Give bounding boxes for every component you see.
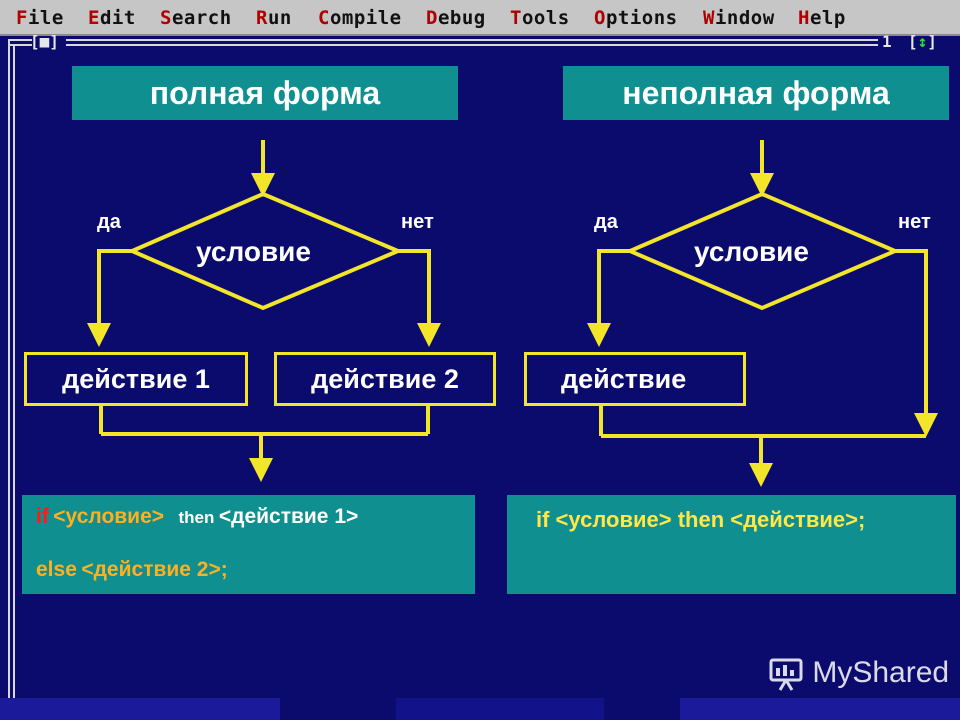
full-action2-box: действие 2 bbox=[274, 352, 496, 406]
menu-label: ebug bbox=[437, 7, 486, 29]
then-keyword: then bbox=[178, 508, 215, 527]
zoom-box-button[interactable]: [↕] bbox=[908, 32, 937, 51]
menu-label: indow bbox=[714, 7, 775, 29]
watermark-text: MyShared bbox=[812, 656, 950, 689]
bottom-frame-strip bbox=[0, 698, 280, 720]
menu-hotkey: E bbox=[88, 7, 100, 29]
full-form-title: полная форма bbox=[72, 66, 458, 120]
menu-bar: File Edit Search Run Compile Debug Tools Option… bbox=[0, 0, 960, 36]
full-action1-box: действие 1 bbox=[24, 352, 248, 406]
bottom-frame-strip bbox=[396, 698, 604, 720]
left-yes-branch bbox=[87, 249, 132, 347]
menu-hotkey: H bbox=[798, 7, 810, 29]
left-condition-diamond bbox=[126, 191, 404, 311]
short-form-code-box: if <условие> then <действие>; bbox=[507, 495, 956, 594]
menu-label: ile bbox=[27, 7, 64, 29]
menu-label: ools bbox=[521, 7, 570, 29]
else-keyword: else bbox=[36, 558, 77, 581]
menu-hotkey: W bbox=[703, 7, 715, 29]
short-action-box: действие bbox=[524, 352, 746, 406]
menu-label: earch bbox=[171, 7, 232, 29]
menu-label: elp bbox=[809, 7, 846, 29]
menu-label: ptions bbox=[605, 7, 678, 29]
close-box-label: [■] bbox=[30, 32, 59, 51]
right-no-branch bbox=[895, 249, 938, 437]
presentation-icon bbox=[769, 658, 803, 691]
right-yes-branch bbox=[587, 249, 630, 347]
short-code-line: if <условие> then <действие>; bbox=[536, 507, 866, 532]
menu-item[interactable]: Window bbox=[703, 7, 775, 29]
short-no-label: нет bbox=[898, 211, 931, 233]
frame-left-line bbox=[8, 39, 10, 699]
menu-hotkey: C bbox=[318, 7, 330, 29]
window-number: 1 bbox=[882, 32, 892, 51]
full-condition-label: условие bbox=[196, 236, 311, 267]
frame-left-line bbox=[13, 44, 15, 699]
left-no-branch bbox=[398, 249, 441, 347]
full-code-line-2: else <действие 2>; bbox=[36, 558, 228, 582]
menu-label: ompile bbox=[329, 7, 402, 29]
bottom-frame-strip bbox=[680, 698, 960, 720]
menu-item[interactable]: Search bbox=[160, 7, 232, 29]
full-no-label: нет bbox=[401, 211, 434, 233]
menu-label: dit bbox=[99, 7, 136, 29]
right-condition-diamond bbox=[624, 191, 901, 311]
zoom-arrow-icon: ↕ bbox=[917, 32, 928, 51]
full-code-line-1: if <условие> then <действие 1> bbox=[36, 505, 358, 529]
menu-item[interactable]: Run bbox=[256, 7, 292, 29]
menu-hotkey: R bbox=[256, 7, 268, 29]
full-form-code-box: if <условие> then <действие 1> else <дей… bbox=[22, 495, 475, 594]
menu-hotkey: D bbox=[426, 7, 438, 29]
menu-label: un bbox=[267, 7, 292, 29]
frame-top-line bbox=[66, 39, 878, 41]
menu-item[interactable]: Options bbox=[594, 7, 678, 29]
zoom-box-close: ] bbox=[927, 32, 937, 51]
menu-item[interactable]: Edit bbox=[88, 7, 136, 29]
action2-placeholder: <действие 2>; bbox=[81, 558, 228, 581]
menu-hotkey: S bbox=[160, 7, 172, 29]
menu-hotkey: O bbox=[594, 7, 606, 29]
menu-item[interactable]: File bbox=[16, 7, 64, 29]
action1-placeholder: <действие 1> bbox=[218, 505, 359, 528]
short-condition-label: условие bbox=[694, 236, 809, 267]
short-form-title: неполная форма bbox=[563, 66, 949, 120]
menu-item[interactable]: Debug bbox=[426, 7, 486, 29]
zoom-box-open: [ bbox=[908, 32, 918, 51]
full-yes-label: да bbox=[97, 211, 121, 233]
menu-item[interactable]: Compile bbox=[318, 7, 402, 29]
menu-hotkey: F bbox=[16, 7, 28, 29]
menu-item[interactable]: Tools bbox=[510, 7, 570, 29]
frame-top-line bbox=[8, 39, 32, 41]
frame-top-line bbox=[8, 44, 32, 46]
menu-item[interactable]: Help bbox=[798, 7, 846, 29]
condition-placeholder: <условие> bbox=[53, 505, 165, 528]
short-yes-label: да bbox=[594, 211, 618, 233]
myshared-watermark: MyShared bbox=[768, 656, 949, 692]
window-number-label: 1 bbox=[882, 32, 892, 51]
menu-hotkey: T bbox=[510, 7, 522, 29]
close-box-button[interactable]: [■] bbox=[30, 32, 59, 51]
if-keyword: if bbox=[36, 505, 49, 528]
frame-top-line bbox=[66, 44, 878, 46]
